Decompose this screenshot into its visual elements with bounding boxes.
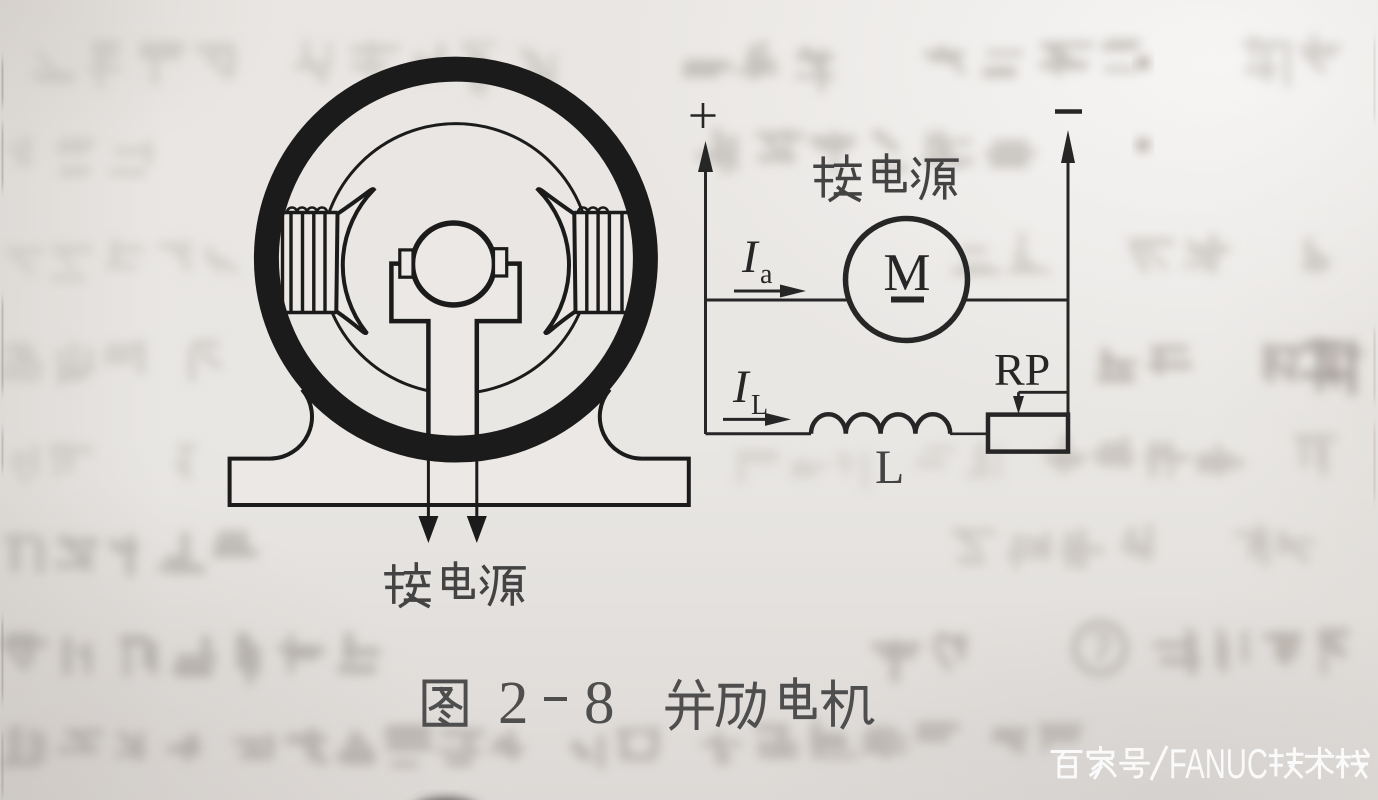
svg-text:L: L — [875, 441, 904, 494]
svg-text:RP: RP — [994, 344, 1050, 395]
svg-text:I: I — [741, 231, 760, 283]
svg-text:a: a — [760, 259, 773, 290]
svg-text:FANUC: FANUC — [1169, 740, 1268, 787]
svg-text:M: M — [883, 244, 930, 302]
svg-text:L: L — [751, 390, 768, 421]
svg-text:2: 2 — [498, 670, 529, 737]
svg-text:I: I — [732, 361, 751, 413]
svg-text:8: 8 — [584, 670, 615, 737]
